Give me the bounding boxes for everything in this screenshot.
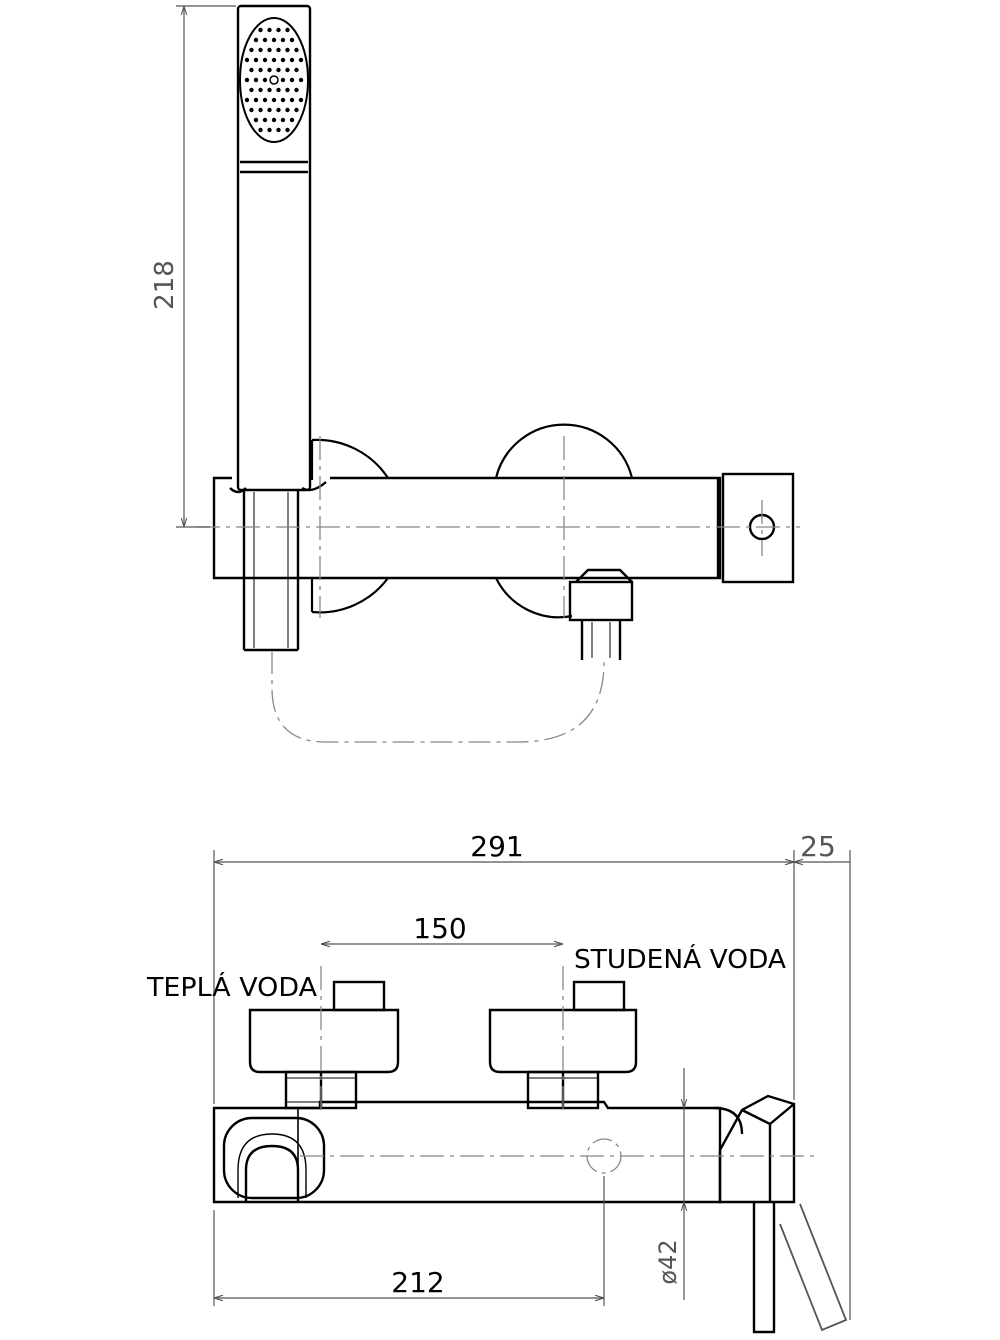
left-rosette (310, 438, 389, 614)
nozzle-dot (280, 77, 286, 83)
nozzle-dot (280, 117, 286, 123)
shower-nozzles (244, 27, 304, 133)
nozzle-dot (276, 107, 281, 113)
dim-150-label: 150 (413, 912, 466, 945)
nozzle-dot (280, 57, 286, 63)
hot-water-label: TEPLÁ VODA (146, 971, 317, 1003)
nozzle-dot (271, 117, 277, 123)
nozzle-dot (289, 57, 295, 63)
nozzle-dot (262, 97, 268, 103)
nozzle-dot (262, 117, 268, 123)
nozzle-dot (276, 67, 281, 73)
nozzle-dot (285, 87, 290, 93)
nozzle-dot (285, 27, 290, 33)
nozzle-dot (258, 87, 263, 93)
hand-shower (229, 4, 327, 494)
right-rosette (494, 423, 634, 619)
nozzle-dot (276, 87, 281, 93)
lever-front (718, 1094, 848, 1334)
nozzle-dot (294, 107, 299, 113)
nozzle-dot (249, 47, 254, 53)
dim-25 (794, 850, 851, 1320)
nozzle-dot (280, 97, 286, 103)
cold-water-label: STUDENÁ VODA (574, 943, 786, 975)
nozzle-dot (285, 127, 290, 133)
nozzle-dot (276, 27, 281, 33)
top-view (176, 4, 800, 743)
nozzle-dot (298, 77, 304, 83)
nozzle-dot (244, 57, 250, 63)
nozzle-dot (289, 77, 295, 83)
nozzle-dot (253, 37, 259, 43)
nozzle-dot (271, 97, 277, 103)
nozzle-dot (294, 47, 299, 53)
nozzle-dot (294, 87, 299, 93)
nozzle-dot (262, 77, 268, 83)
dim-212-label: 212 (391, 1266, 444, 1299)
dim-218-label: 218 (150, 260, 180, 310)
nozzle-dot (253, 117, 259, 123)
nozzle-dot (289, 117, 295, 123)
lever-cap-top (721, 472, 795, 584)
dim-25-label: 25 (800, 830, 836, 863)
nozzle-dot (249, 67, 254, 73)
centerlines-top (196, 436, 800, 618)
nozzle-dot (280, 37, 286, 43)
nozzle-dot (276, 127, 281, 133)
nozzle-dot (285, 107, 290, 113)
nozzle-dot (253, 77, 259, 83)
hose-connector-top (242, 490, 300, 652)
nozzle-dot (267, 107, 272, 113)
nozzle-dot (289, 97, 295, 103)
nozzle-dot (298, 97, 304, 103)
nozzle-dot (244, 97, 250, 103)
front-view (212, 850, 851, 1334)
hose-path (271, 652, 605, 743)
centerlines-front (300, 966, 820, 1157)
nozzle-dot (294, 67, 299, 73)
nozzle-dot (258, 127, 263, 133)
nozzle-dot (249, 107, 254, 113)
nozzle-dot (298, 57, 304, 63)
nozzle-dot (262, 57, 268, 63)
nozzle-dot (267, 67, 272, 73)
shower-holder-front (222, 1116, 326, 1202)
nozzle-dot (289, 37, 295, 43)
nozzle-dot (258, 27, 263, 33)
nozzle-dot (267, 47, 272, 53)
nozzle-dot (262, 37, 268, 43)
nozzle-dot (267, 27, 272, 33)
nozzle-dot (276, 47, 281, 53)
dim-291 (213, 850, 795, 1104)
nozzle-dot (285, 47, 290, 53)
dim-218 (176, 5, 236, 528)
dim-212 (213, 1176, 605, 1306)
outlet-connector-top (568, 568, 634, 660)
nozzle-dot (271, 37, 277, 43)
nozzle-dot (253, 97, 259, 103)
nozzle-dot (267, 127, 272, 133)
nozzle-dot (258, 67, 263, 73)
nozzle-dot (285, 67, 290, 73)
mixer-body-top (212, 476, 722, 580)
nozzle-dot (249, 87, 254, 93)
nozzle-dot (244, 77, 250, 83)
dim-291-label: 291 (470, 830, 523, 863)
nozzle-dot (271, 57, 277, 63)
shower-head-face (239, 17, 309, 143)
dim-diameter-42-label: ø42 (654, 1239, 682, 1284)
nozzle-dot (253, 57, 259, 63)
nozzle-dot (258, 47, 263, 53)
nozzle-dot (267, 87, 272, 93)
nozzle-dot (258, 107, 263, 113)
